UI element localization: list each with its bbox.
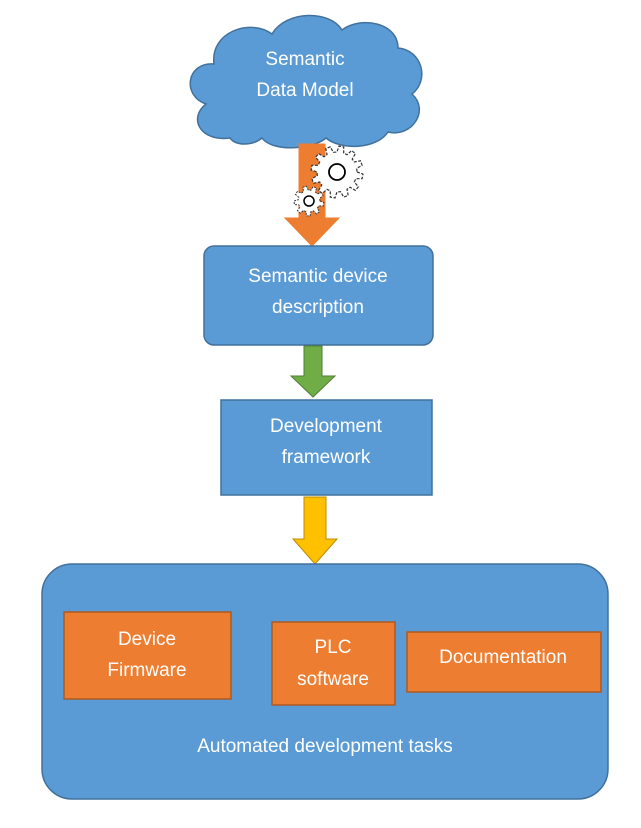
gear-large-icon xyxy=(310,145,364,199)
plc-label-line2: software xyxy=(297,669,369,690)
development-framework-box: Development framework xyxy=(220,399,433,496)
device-firmware-box: Device Firmware xyxy=(63,611,232,700)
firmware-label-line2: Firmware xyxy=(107,660,186,681)
plc-software-box: PLC software xyxy=(271,621,396,706)
firmware-label-line1: Device xyxy=(118,629,176,650)
description-label-line1: Semantic device xyxy=(248,266,387,287)
documentation-label: Documentation xyxy=(439,647,567,668)
cloud-shape xyxy=(189,14,423,149)
documentation-box: Documentation xyxy=(406,631,602,693)
tasks-caption: Automated development tasks xyxy=(197,736,453,757)
automated-development-tasks-container: Device Firmware PLC software Documentati… xyxy=(41,563,609,800)
semantic-data-model-cloud: Semantic Data Model xyxy=(189,14,423,149)
gear-small-icon xyxy=(293,185,325,217)
green-down-arrow xyxy=(289,345,337,398)
semantic-device-description-box: Semantic device description xyxy=(203,245,434,346)
yellow-down-arrow xyxy=(291,496,339,565)
cloud-label-line1: Semantic xyxy=(265,49,344,70)
description-label-line2: description xyxy=(272,297,364,318)
framework-label-line1: Development xyxy=(270,416,383,437)
framework-label-line2: framework xyxy=(282,447,371,468)
plc-label-line1: PLC xyxy=(315,637,352,658)
cloud-label-line2: Data Model xyxy=(256,80,353,101)
